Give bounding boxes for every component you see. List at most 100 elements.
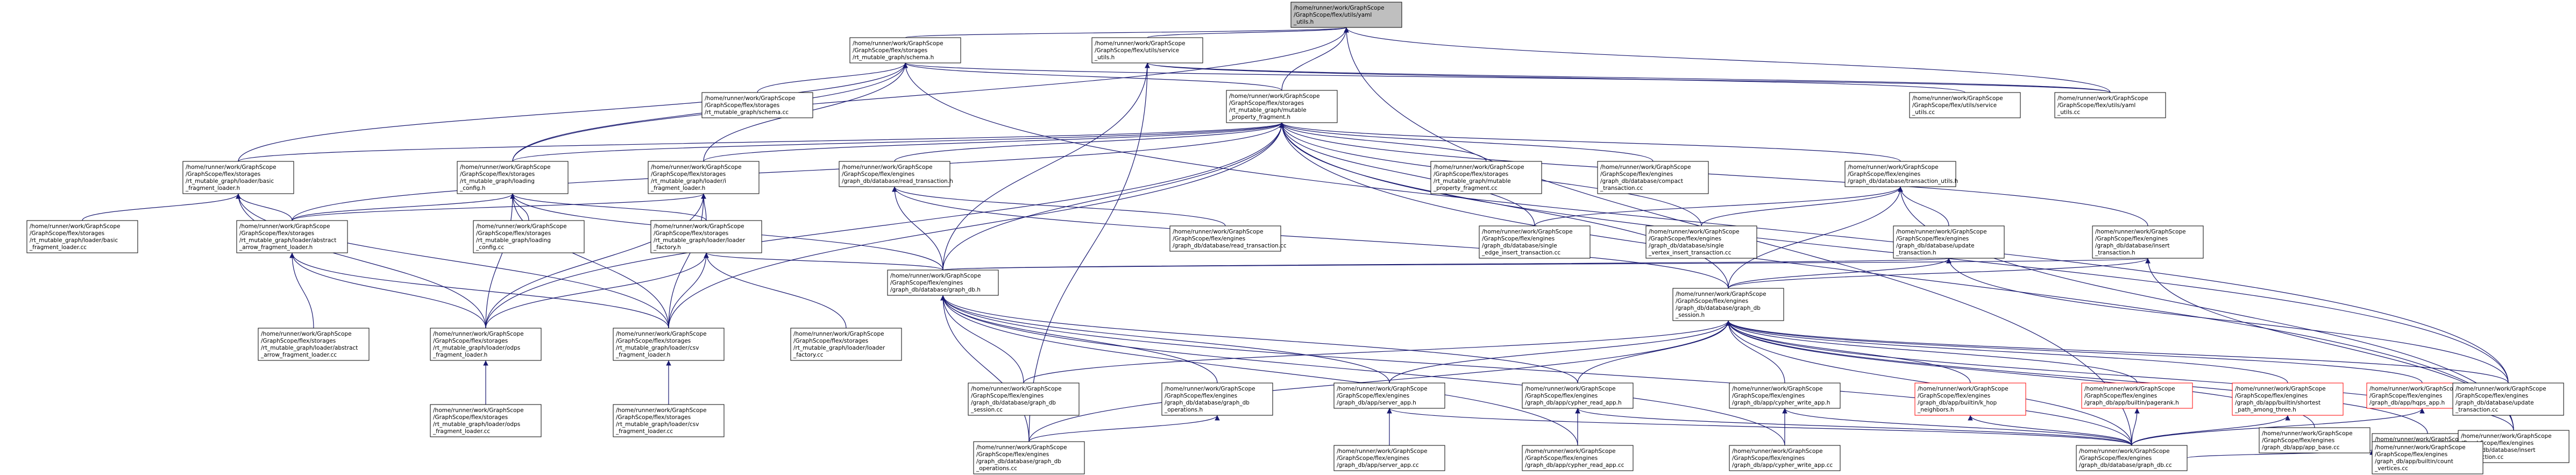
node-read-txn-cc[interactable]: /home/runner/work/GraphScope/GraphScope/… xyxy=(1169,225,1287,252)
node-i-loader-h[interactable]: /home/runner/work/GraphScope/GraphScope/… xyxy=(648,161,760,194)
node-graph-db-cc[interactable]: /home/runner/work/GraphScope/GraphScope/… xyxy=(2076,445,2188,471)
node-loader-factory-h[interactable]: /home/runner/work/GraphScope/GraphScope/… xyxy=(650,220,762,253)
node-loading-config-h[interactable]: /home/runner/work/GraphScope/GraphScope/… xyxy=(457,161,569,194)
edge-mpf-h-to-csv-loader-h xyxy=(668,122,1285,329)
node-label-line: /GraphScope/flex/engines xyxy=(1896,236,1969,242)
node-insert-txn-h[interactable]: /home/runner/work/GraphScope/GraphScope/… xyxy=(2092,225,2204,259)
edge-loading-config-h-to-loader-factory-h xyxy=(510,193,707,221)
node-label: /home/runner/work/GraphScope/GraphScope/… xyxy=(1848,164,1958,185)
node-label-line: /GraphScope/flex/utils/service xyxy=(1912,102,1997,109)
edge-abstract-arrow-h-to-abstract-arrow-cc xyxy=(289,252,314,329)
node-count-vertices-cc[interactable]: /home/runner/work/GraphScope/GraphScope/… xyxy=(2372,441,2483,474)
node-read-txn-h[interactable]: /home/runner/work/GraphScope/GraphScope/… xyxy=(839,161,953,187)
node-label-line: /graph_db/database/read_transaction.cc xyxy=(1173,243,1287,249)
edge-root-to-service-utils-h xyxy=(1147,27,1349,38)
node-service-utils-cc[interactable]: /home/runner/work/GraphScope/GraphScope/… xyxy=(1909,92,2021,118)
node-label-line: /home/runner/work/GraphScope xyxy=(1525,386,1616,392)
node-csv-loader-cc[interactable]: /home/runner/work/GraphScope/GraphScope/… xyxy=(613,404,725,437)
node-label: /home/runner/work/GraphScope/GraphScope/… xyxy=(1433,164,1524,192)
node-label: /home/runner/work/GraphScope/GraphScope/… xyxy=(853,40,943,61)
node-label-line: _utils.h xyxy=(1293,19,1314,25)
node-label-line: /GraphScope/flex/storages xyxy=(1229,100,1304,107)
node-abstract-arrow-cc[interactable]: /home/runner/work/GraphScope/GraphScope/… xyxy=(258,328,370,361)
node-pagerank-h[interactable]: /home/runner/work/GraphScope/GraphScope/… xyxy=(2081,382,2193,409)
node-label: /home/runner/work/GraphScope/GraphScope/… xyxy=(1229,93,1320,120)
node-update-txn-h[interactable]: /home/runner/work/GraphScope/GraphScope/… xyxy=(1893,225,2005,259)
node-cypher-write-app-cc[interactable]: /home/runner/work/GraphScope/GraphScope/… xyxy=(1729,445,1841,471)
node-server-app-h[interactable]: /home/runner/work/GraphScope/GraphScope/… xyxy=(1333,382,1445,409)
node-schema-cc[interactable]: /home/runner/work/GraphScope/GraphScope/… xyxy=(701,92,813,118)
node-label-line: _arrow_fragment_loader.h xyxy=(239,244,313,251)
edge-graph-db-session-h-to-cypher-read-app-h xyxy=(1577,320,1731,384)
node-odps-loader-cc[interactable]: /home/runner/work/GraphScope/GraphScope/… xyxy=(430,404,542,437)
node-cypher-read-app-cc[interactable]: /home/runner/work/GraphScope/GraphScope/… xyxy=(1522,445,1634,471)
node-graph-db-session-cc[interactable]: /home/runner/work/GraphScope/GraphScope/… xyxy=(968,382,1080,416)
edge-mpf-h-to-loading-config-h xyxy=(512,122,1285,162)
node-abstract-arrow-h[interactable]: /home/runner/work/GraphScope/GraphScope/… xyxy=(236,220,348,253)
node-label: /home/runner/work/GraphScope/GraphScope/… xyxy=(1912,95,2003,116)
node-app-base-cc[interactable]: /home/runner/work/GraphScope/GraphScope/… xyxy=(2259,427,2371,453)
node-graph-db-operations-cc[interactable]: /home/runner/work/GraphScope/GraphScope/… xyxy=(973,441,1085,474)
node-box xyxy=(457,161,569,194)
node-label-line: /rt_mutable_graph/loader/loader xyxy=(654,237,746,244)
node-shortest-path-h[interactable]: /home/runner/work/GraphScope/GraphScope/… xyxy=(2232,382,2344,416)
node-single-vertex-cc[interactable]: /home/runner/work/GraphScope/GraphScope/… xyxy=(1645,225,1757,259)
node-cypher-read-app-h[interactable]: /home/runner/work/GraphScope/GraphScope/… xyxy=(1522,382,1634,409)
node-mpf-h[interactable]: /home/runner/work/GraphScope/GraphScope/… xyxy=(1226,90,1338,123)
node-label: /home/runner/work/GraphScope/GraphScope/… xyxy=(615,407,707,435)
node-label-line: /GraphScope/flex/engines xyxy=(971,393,1044,399)
node-txn-utils-h[interactable]: /home/runner/work/GraphScope/GraphScope/… xyxy=(1844,161,1958,187)
node-basic-loader-cc[interactable]: /home/runner/work/GraphScope/GraphScope/… xyxy=(26,220,138,253)
node-mpf-cc[interactable]: /home/runner/work/GraphScope/GraphScope/… xyxy=(1430,161,1542,194)
node-label-line: _fragment_loader.cc xyxy=(29,244,87,251)
node-label-line: _property_fragment.cc xyxy=(1433,185,1498,192)
node-graph-db-h[interactable]: /home/runner/work/GraphScope/GraphScope/… xyxy=(887,270,999,296)
edge-pagerank-h-to-graph-db-cc xyxy=(2131,408,2140,446)
node-root[interactable]: /home/runner/work/GraphScope/GraphScope/… xyxy=(1290,2,1402,28)
node-label: /home/runner/work/GraphScope/GraphScope/… xyxy=(842,164,953,185)
node-graph-db-operations-h[interactable]: /home/runner/work/GraphScope/GraphScope/… xyxy=(1161,382,1273,416)
node-loading-config-cc[interactable]: /home/runner/work/GraphScope/GraphScope/… xyxy=(473,220,585,253)
node-basic-loader-h[interactable]: /home/runner/work/GraphScope/GraphScope/… xyxy=(182,161,294,194)
node-odps-loader-h[interactable]: /home/runner/work/GraphScope/GraphScope/… xyxy=(430,328,542,361)
node-label: /home/runner/work/GraphScope/GraphScope/… xyxy=(1525,386,1622,406)
node-label-line: _vertices.cc xyxy=(2374,465,2408,472)
node-box xyxy=(1169,225,1281,252)
node-single-edge-cc[interactable]: /home/runner/work/GraphScope/GraphScope/… xyxy=(1479,225,1591,259)
node-label-line: /GraphScope/flex/engines xyxy=(1600,171,1673,178)
node-label-line: /graph_db/app/app_base.cc xyxy=(2262,444,2340,451)
node-cypher-write-app-h[interactable]: /home/runner/work/GraphScope/GraphScope/… xyxy=(1729,382,1841,409)
edge-loader-factory-h-to-csv-loader-h xyxy=(668,252,709,329)
node-schema-h[interactable]: /home/runner/work/GraphScope/GraphScope/… xyxy=(849,37,961,63)
node-label-line: /rt_mutable_graph/loader/basic xyxy=(30,237,118,244)
node-label: /home/runner/work/GraphScope/GraphScope/… xyxy=(1293,5,1385,25)
node-label-line: /graph_db/database/read_transaction.h xyxy=(842,178,953,185)
node-service-utils-h[interactable]: /home/runner/work/GraphScope/GraphScope/… xyxy=(1091,37,1203,63)
node-label: /home/runner/work/GraphScope/GraphScope/… xyxy=(1164,386,1255,413)
node-box xyxy=(1091,37,1203,63)
node-loader-factory-cc[interactable]: /home/runner/work/GraphScope/GraphScope/… xyxy=(790,328,902,361)
node-label-line: /rt_mutable_graph/mutable xyxy=(1229,107,1307,114)
node-box xyxy=(2259,427,2371,453)
node-label-line: _path_among_three.h xyxy=(2234,407,2296,413)
edge-read-txn-h-to-graph-db-session-h xyxy=(892,186,1729,289)
node-csv-loader-h[interactable]: /home/runner/work/GraphScope/GraphScope/… xyxy=(613,328,725,361)
node-label: /home/runner/work/GraphScope/GraphScope/… xyxy=(1337,448,1428,469)
node-server-app-cc[interactable]: /home/runner/work/GraphScope/GraphScope/… xyxy=(1333,445,1445,471)
edge-graph-db-h-to-cypher-read-app-cc xyxy=(940,295,1578,446)
node-yaml-utils-cc[interactable]: /home/runner/work/GraphScope/GraphScope/… xyxy=(2054,92,2166,118)
node-khop-h[interactable]: /home/runner/work/GraphScope/GraphScope/… xyxy=(1914,382,2026,416)
node-label-line: /home/runner/work/GraphScope xyxy=(2375,444,2466,451)
node-update-txn-cc[interactable]: /home/runner/work/GraphScope/GraphScope/… xyxy=(2452,382,2564,416)
edge-txn-utils-h-to-update-txn-h xyxy=(1898,186,1949,226)
node-label-line: /GraphScope/flex/engines xyxy=(2369,393,2442,399)
node-label: /home/runner/work/GraphScope/GraphScope/… xyxy=(2374,444,2466,472)
node-compact-txn-cc[interactable]: /home/runner/work/GraphScope/GraphScope/… xyxy=(1597,161,1709,194)
node-label-line: /GraphScope/flex/storages xyxy=(239,230,314,237)
node-label-line: /home/runner/work/GraphScope xyxy=(2057,95,2148,102)
node-graph-db-session-h[interactable]: /home/runner/work/GraphScope/GraphScope/… xyxy=(1672,288,1784,321)
node-label-line: /GraphScope/flex/engines xyxy=(1165,393,1237,399)
edge-read-txn-h-to-read-txn-cc xyxy=(892,186,1226,226)
node-label-line: /GraphScope/flex/storages xyxy=(433,414,508,421)
